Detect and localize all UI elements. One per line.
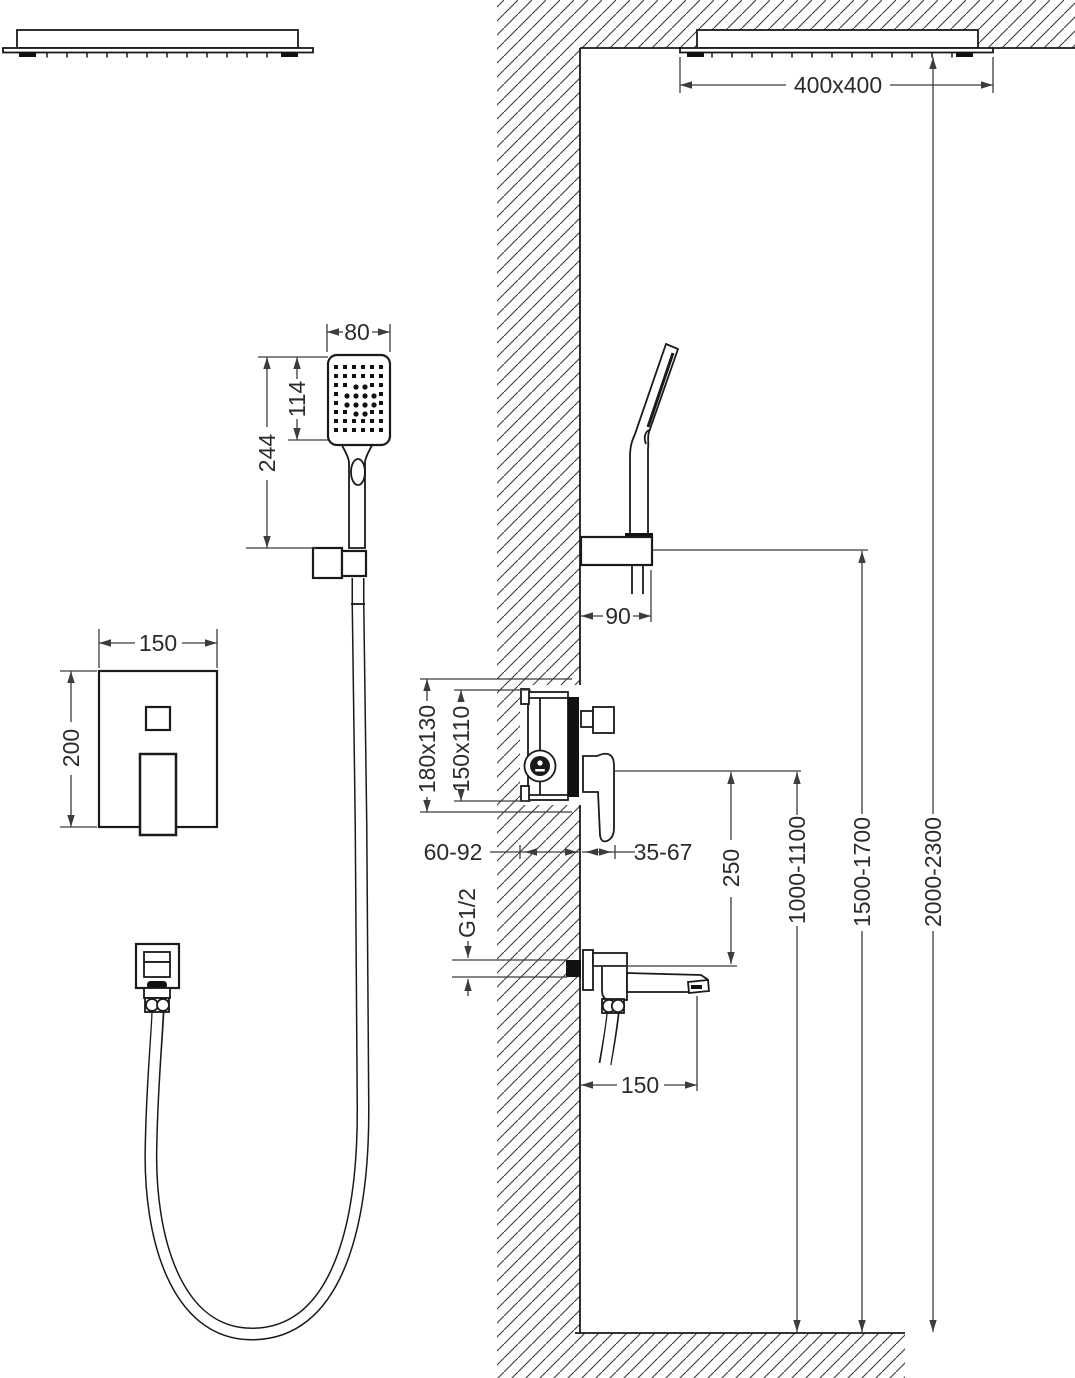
diverter-stem xyxy=(580,710,594,728)
dim-valve-rough-in: 180x130 150x110 xyxy=(414,678,572,813)
hand-shower-front xyxy=(311,353,392,580)
elbow-outlet-slot xyxy=(147,981,167,989)
dim-label-holder-height: 1500-1700 xyxy=(849,817,875,927)
side-button xyxy=(643,429,650,445)
dim-label-spout-offset: 250 xyxy=(718,849,744,887)
seal-gasket xyxy=(568,697,579,797)
spray-face-edge xyxy=(646,352,675,428)
dim-heights: 250 1000-1100 1500-1700 2000-2300 xyxy=(718,57,946,1332)
nozzle-ticks xyxy=(711,52,953,58)
hose-nut xyxy=(340,549,368,578)
mounting-tab-bottom xyxy=(520,785,530,802)
dim-label-hand-shower-length: 244 xyxy=(254,434,280,473)
diverter-button xyxy=(144,705,172,732)
dim-spout-reach: 150 xyxy=(581,996,698,1098)
dim-trim-plate: 150 200 xyxy=(58,629,218,828)
dim-label-plate-height: 200 xyxy=(58,729,84,767)
hand-shower-holder-side xyxy=(579,342,680,594)
concealed-valve xyxy=(520,685,615,843)
floor-hatch xyxy=(497,1333,905,1378)
spray-nozzles-squares xyxy=(334,365,383,432)
dim-thread: G1/2 xyxy=(452,888,567,996)
mixer-trim-plate xyxy=(97,669,219,837)
hose-swivel-connector xyxy=(311,546,344,580)
dim-label-holder-depth: 90 xyxy=(605,603,631,629)
dim-label-protrusion: 35-67 xyxy=(634,839,693,865)
wall-holder-bracket xyxy=(579,535,654,567)
diverter-knob xyxy=(592,706,615,734)
nozzle-ticks xyxy=(46,52,268,58)
mixer-lever-side xyxy=(582,752,615,843)
dim-label-head-height: 114 xyxy=(284,380,310,417)
dim-label-overhead-size: 400x400 xyxy=(794,72,882,98)
dim-overhead-size: 400x400 xyxy=(679,57,994,98)
dim-hand-shower: 80 114 244 xyxy=(246,319,391,549)
mode-button xyxy=(350,458,366,486)
dim-label-head-height: 2000-2300 xyxy=(920,817,946,927)
dim-label-hand-shower-width: 80 xyxy=(344,319,370,345)
dim-label-spout-reach: 150 xyxy=(621,1072,659,1098)
spray-nozzles-dots xyxy=(344,384,377,417)
bath-spout xyxy=(566,949,710,1067)
mounting-tab-top xyxy=(520,688,530,705)
spout-body xyxy=(601,965,628,1001)
dim-label-thread: G1/2 xyxy=(454,888,480,938)
dim-label-mixer-height: 1000-1100 xyxy=(784,816,810,924)
rain-head-installed xyxy=(679,29,994,58)
wall-hatch xyxy=(497,0,580,1333)
supply-pipe xyxy=(566,960,581,977)
building-section xyxy=(497,0,1075,1378)
dim-holder: 90 xyxy=(581,570,652,629)
shower-hose xyxy=(144,572,370,1341)
valve-body xyxy=(527,691,569,801)
hand-shower-side xyxy=(629,342,680,538)
spout-escutcheon xyxy=(582,949,594,991)
mixer-lever-front xyxy=(138,752,178,837)
dim-depth-ranges: 60-92 35-67 xyxy=(424,839,693,865)
dim-label-rough-in: 180x130 xyxy=(414,705,440,793)
dim-label-embed-depth: 60-92 xyxy=(424,839,483,865)
spout-aerator xyxy=(691,985,702,989)
reference-lines xyxy=(593,549,868,967)
rain-head-side-view xyxy=(2,29,314,58)
dim-label-plate-width: 150 xyxy=(139,630,177,656)
wall-outlet-elbow xyxy=(134,942,181,1013)
dim-label-valve-body-size: 150x110 xyxy=(448,706,474,793)
